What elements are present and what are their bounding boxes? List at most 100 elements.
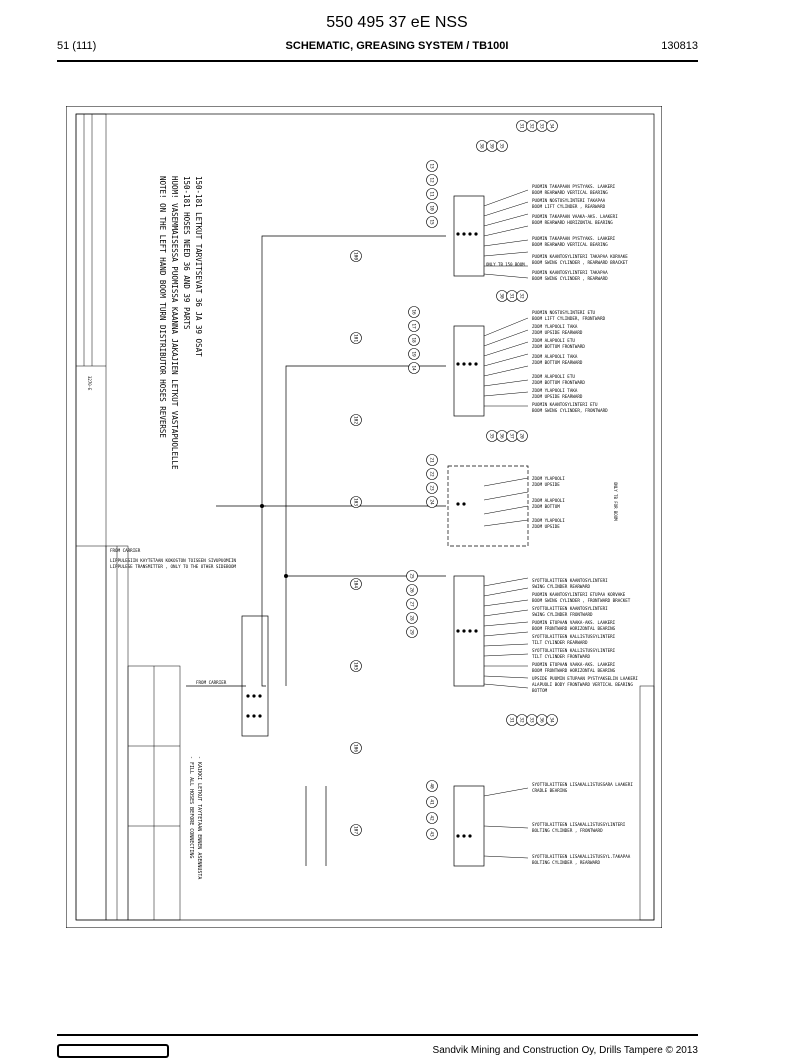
svg-text:ALAPUOLI BODY FRONTWARD VERTIC: ALAPUOLI BODY FRONTWARD VERTICAL BEARING [532, 682, 633, 687]
balloon-number: 31 [508, 293, 514, 299]
group-3-labels: ZOOM YLAPUOLI ZOOM UPSIDE ZOOM ALAPUOLI … [532, 476, 565, 529]
svg-text:ZOOM ALAPUOLI ETU: ZOOM ALAPUOLI ETU [532, 374, 575, 379]
svg-text:ZOOM YLAPUOLI TAKA: ZOOM YLAPUOLI TAKA [532, 324, 578, 329]
balloon-circle [516, 290, 528, 302]
svg-text:PUOMIN KAANTOSYLINTERI TAKAPAA: PUOMIN KAANTOSYLINTERI TAKAPAA KORVAKE [532, 254, 628, 259]
balloon-circle [426, 496, 438, 508]
balloon-circle [426, 796, 438, 808]
connector-dots [246, 232, 478, 838]
distributor-blocks [241, 195, 529, 867]
balloon-circle [350, 742, 362, 754]
balloon-number: 18 [410, 337, 416, 343]
balloon-number: 107 [352, 826, 358, 834]
balloon-circle [408, 306, 420, 318]
svg-text:TILT CYLINDER FRONTWARD: TILT CYLINDER FRONTWARD [532, 654, 590, 659]
svg-text:SYOTTOLAITTEEN LISAKALLISTUSSY: SYOTTOLAITTEEN LISAKALLISTUSSYLINTERI [532, 822, 626, 827]
balloon-circle [350, 332, 362, 344]
svg-text:PUOMIN KAANTOSYLINTERI TAKAPAA: PUOMIN KAANTOSYLINTERI TAKAPAA [532, 270, 608, 275]
balloon-number: 20 [518, 433, 524, 439]
balloon-number: 31 [518, 123, 524, 129]
svg-text:ZOOM BOTTOM: ZOOM BOTTOM [532, 504, 560, 509]
balloon-number: 105 [352, 662, 358, 670]
balloon-number: 31 [508, 717, 514, 723]
svg-text:ZOOM ALAPUOLI: ZOOM ALAPUOLI [532, 498, 565, 503]
svg-text:BOOM REARWARD HORIZONTAL BEARI: BOOM REARWARD HORIZONTAL BEARING [532, 220, 613, 225]
balloon-number: 32 [518, 717, 524, 723]
svg-text:BOTTOM: BOTTOM [532, 688, 548, 693]
section-title: SCHEMATIC, GREASING SYSTEM / TB100I [285, 40, 509, 52]
balloon-number: 102 [352, 416, 358, 424]
balloon-number: 13 [428, 163, 434, 169]
balloon-number: 29 [408, 629, 414, 635]
balloon-number: 37 [508, 433, 514, 439]
balloon-number: 38 [478, 143, 484, 149]
balloon-number: 36 [498, 433, 504, 439]
balloon-number: 17 [410, 323, 416, 329]
balloon-number: 32 [518, 293, 524, 299]
svg-text:PUOMIN ETUPAAN VAAKA-AKS. LAAK: PUOMIN ETUPAAN VAAKA-AKS. LAAKERI [532, 620, 616, 625]
svg-text:UPSIDE PUOMIN ETUPAAN PYSTYAKS: UPSIDE PUOMIN ETUPAAN PYSTYAKSELIN LAAKE… [532, 676, 638, 681]
svg-text:SWING CYLINDER REARWARD: SWING CYLINDER REARWARD [532, 584, 590, 589]
group-4-labels: SYOTTOLAITTEEN KAANTOSYLINTERI SWING CYL… [532, 578, 638, 693]
balloon-number: 14 [410, 365, 416, 371]
balloon-number: 103 [352, 498, 358, 506]
svg-text:PUOMIN NOSTOSYLINTERI ETU: PUOMIN NOSTOSYLINTERI ETU [532, 310, 596, 315]
balloon-circle [426, 160, 438, 172]
note-4: NOTE! ON THE LEFT HAND BOOM TURN DISTRIB… [158, 176, 167, 438]
balloon-circle [406, 584, 418, 596]
balloon-circle [406, 612, 418, 624]
trunk-lines [186, 235, 446, 866]
svg-text:ZOOM BOTTOM REARWARD: ZOOM BOTTOM REARWARD [532, 360, 583, 365]
svg-text:ZOOM UPSIDE REARWARD: ZOOM UPSIDE REARWARD [532, 330, 583, 335]
svg-text:ZOOM ALAPUOLI ETU: ZOOM ALAPUOLI ETU [532, 338, 575, 343]
balloon-number: 23 [428, 485, 434, 491]
balloon-number: 33 [528, 717, 534, 723]
balloon-number: 16 [410, 309, 416, 315]
svg-text:CRADLE BEARING: CRADLE BEARING [532, 788, 568, 793]
balloon-number: 43 [428, 831, 434, 837]
svg-text:ZOOM YLAPUOLI: ZOOM YLAPUOLI [532, 476, 565, 481]
from-carrier-label-2: FROM CARRIER [196, 680, 227, 685]
balloon-number: 28 [408, 615, 414, 621]
svg-text:SYOTTOLAITTEEN KAANTOSYLINTERI: SYOTTOLAITTEEN KAANTOSYLINTERI [532, 606, 608, 611]
svg-text:PUOMIN NOSTOSYLINTERI TAKAPAA: PUOMIN NOSTOSYLINTERI TAKAPAA [532, 198, 606, 203]
only-tb-for-boom-note: ONLY TB FOR BOOM [613, 482, 618, 521]
svg-text:ZOOM YLAPUOLI TAKA: ZOOM YLAPUOLI TAKA [532, 388, 578, 393]
balloon-number: 30 [498, 293, 504, 299]
svg-text:ZOOM YLAPUOLI: ZOOM YLAPUOLI [532, 518, 565, 523]
greasing-schematic: 3270-E 150-181 LETKUT TARVITSEVAT 36 JA … [66, 106, 662, 928]
balloon-circle [350, 578, 362, 590]
balloon-circle [406, 626, 418, 638]
svg-text:SYOTTOLAITTEEN LISAKALLISTUSSY: SYOTTOLAITTEEN LISAKALLISTUSSYL.TAKAPAA [532, 854, 631, 859]
svg-text:ZOOM UPSIDE REARWARD: ZOOM UPSIDE REARWARD [532, 394, 583, 399]
balloon-number: 34 [548, 123, 554, 129]
svg-text:BOOM LIFT CYLINDER, FRONTWARD: BOOM LIFT CYLINDER, FRONTWARD [532, 316, 606, 321]
svg-text:BOOM SWING CYLINDER , REARWARD: BOOM SWING CYLINDER , REARWARD BRACKET [532, 260, 628, 265]
group-5-labels: SYOTTOLAITTEEN LISAKALLISTUSSARA LAAKERI… [532, 782, 633, 865]
svg-text:BOOM SWING CYLINDER, FRONTWARD: BOOM SWING CYLINDER, FRONTWARD [532, 408, 608, 413]
svg-text:PUOMIN TAKAPAAN PYSTYAKS. LAAK: PUOMIN TAKAPAAN PYSTYAKS. LAAKERI [532, 236, 616, 241]
svg-text:BOOM SWING CYLINDER , REARWARD: BOOM SWING CYLINDER , REARWARD [532, 276, 608, 281]
svg-text:ZOOM BOTTOM FRONTWARD: ZOOM BOTTOM FRONTWARD [532, 344, 585, 349]
drawing-frame [66, 106, 662, 928]
balloon-circle [350, 496, 362, 508]
svg-text:ZOOM UPSIDE: ZOOM UPSIDE [532, 524, 560, 529]
group-1-labels: PUOMIN TAKAPAAN PYSTYAKS. LAAKERI BOOM R… [532, 184, 628, 281]
svg-text:PUOMIN KAANTOSYLINTERI ETU: PUOMIN KAANTOSYLINTERI ETU [532, 402, 598, 407]
balloon-number: 100 [352, 252, 358, 260]
svg-text:PUOMIN TAKAPAAN PYSTYAKS. LAAK: PUOMIN TAKAPAAN PYSTYAKS. LAAKERI [532, 184, 616, 189]
balloon-circle [426, 202, 438, 214]
balloon-circle [350, 660, 362, 672]
balloon-circle [350, 250, 362, 262]
svg-text:TILT CYLINDER REARWARD: TILT CYLINDER REARWARD [532, 640, 588, 645]
balloon-circle [426, 812, 438, 824]
balloon-circle [408, 320, 420, 332]
header-rule [57, 60, 698, 62]
svg-text:SYOTTOLAITTEEN KALLISTUSSYLINT: SYOTTOLAITTEEN KALLISTUSSYLINTERI [532, 648, 616, 653]
balloon-circle [426, 216, 438, 228]
balloon-number: 106 [352, 744, 358, 752]
from-carrier-label-1: FROM CARRIER [110, 548, 141, 553]
manifold-note: - KAIKKI LETKUT TAYTETAAN ENNEN ASENNUST… [196, 756, 202, 879]
balloon-number: 26 [408, 587, 414, 593]
note-2: 150-181 HOSES NEED 36 AND 39 PARTS [182, 176, 191, 330]
